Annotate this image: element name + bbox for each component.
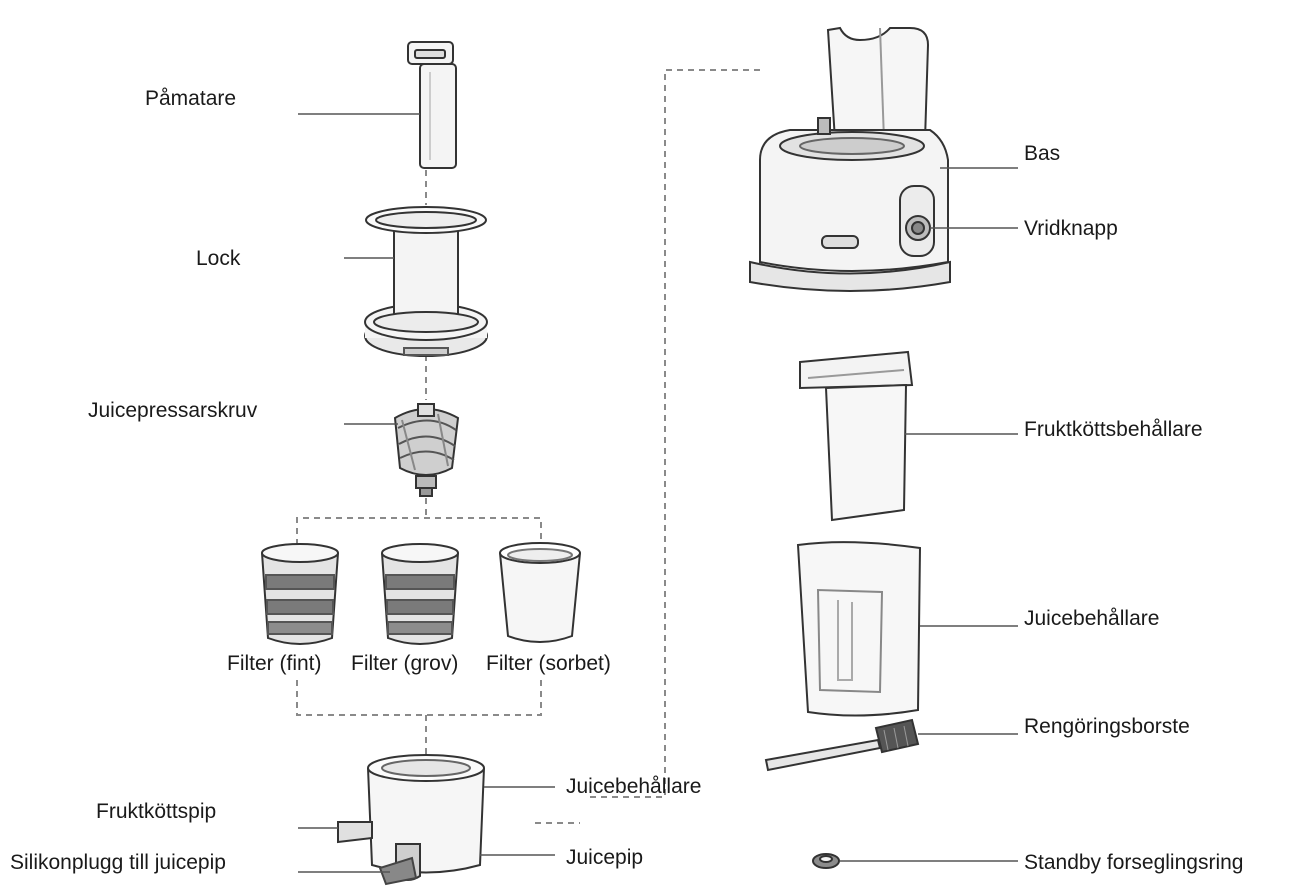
filter-sorbet-part — [500, 543, 580, 642]
label-lock: Lock — [196, 248, 240, 269]
label-juicepressarskruv: Juicepressarskruv — [88, 400, 257, 421]
label-filter-fint: Filter (fint) — [227, 653, 322, 674]
sealing-ring-part — [813, 854, 839, 868]
label-rengoringsborste: Rengöringsborste — [1024, 716, 1190, 737]
label-silikonplugg: Silikonplugg till juicepip — [10, 852, 226, 873]
label-fruktkottsbehallare: Fruktköttsbehållare — [1024, 419, 1203, 440]
label-fruktkottspip: Fruktköttspip — [96, 801, 216, 822]
label-filter-sorbet: Filter (sorbet) — [486, 653, 611, 674]
base-part — [750, 28, 950, 291]
filter-coarse-part — [382, 544, 458, 644]
label-juicebehallare-cup: Juicebehållare — [1024, 608, 1159, 629]
label-juicebehallare-bowl: Juicebehållare — [566, 776, 701, 797]
label-bas: Bas — [1024, 143, 1060, 164]
label-filter-grov: Filter (grov) — [351, 653, 458, 674]
label-juicepip: Juicepip — [566, 847, 643, 868]
pulp-container-part — [800, 352, 912, 520]
feed-tube-part — [408, 42, 456, 168]
auger-part — [395, 404, 458, 496]
filter-fine-part — [262, 544, 338, 644]
label-vridknapp: Vridknapp — [1024, 218, 1118, 239]
cleaning-brush-part — [766, 720, 918, 770]
assembly-guide-lines — [297, 70, 760, 823]
label-standby-ring: Standby forseglingsring — [1024, 852, 1243, 873]
juice-bowl-part — [338, 755, 484, 884]
juice-cup-part — [798, 542, 920, 715]
label-pamatare: Påmatare — [145, 88, 236, 109]
lid-part — [365, 207, 487, 356]
